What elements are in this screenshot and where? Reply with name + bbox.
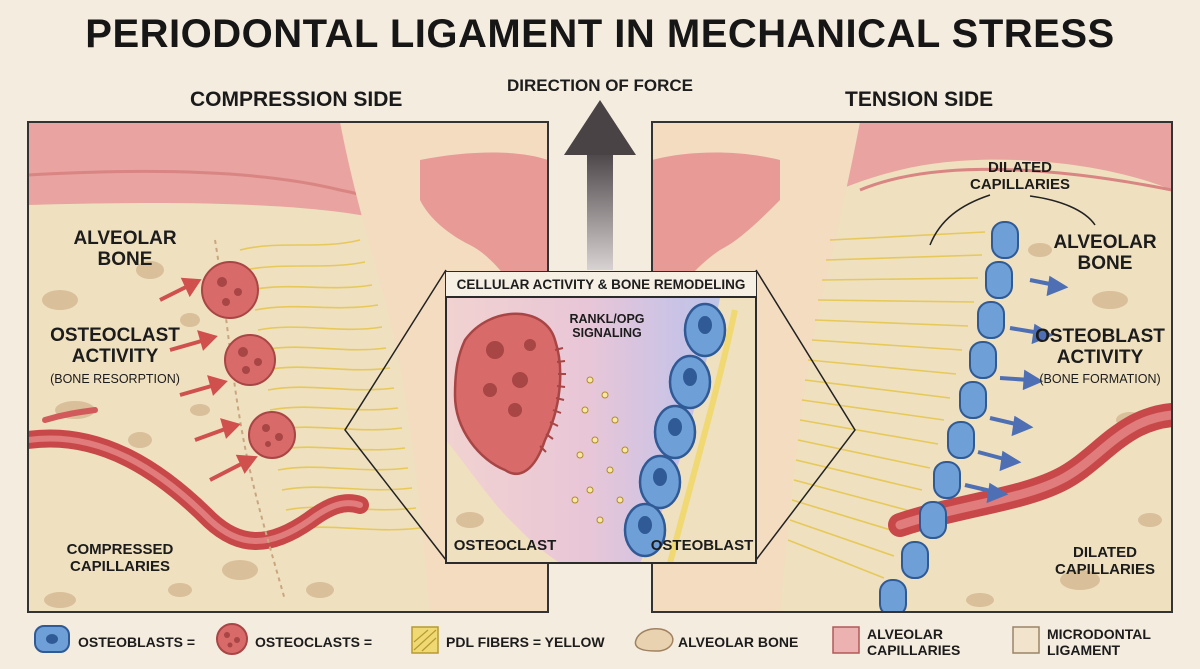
- inset-osteoblast-label: OSTEOBLAST: [650, 537, 754, 554]
- capillaries-pointer: [1029, 195, 1096, 226]
- osteoclast-cell: [248, 411, 296, 459]
- alveolar-capillaries-icon: [832, 626, 860, 654]
- compressed-capillaries-label: COMPRESSED CAPILLARIES: [66, 541, 174, 575]
- legend-label: MICRODONTAL LIGAMENT: [1047, 626, 1151, 658]
- osteoclast-icon: [216, 623, 248, 655]
- legend-label: OSTEOBLASTS =: [78, 633, 196, 650]
- osteoblast-cells-right: [879, 221, 1019, 612]
- legend-label: ALVEOLAR CAPILLARIES: [867, 626, 961, 658]
- inset-panel: [446, 298, 756, 563]
- compression-panel: [28, 122, 548, 612]
- osteoblast-activity-label: OSTEOBLAST ACTIVITY: [1035, 326, 1165, 369]
- osteoclast-activity-label: OSTEOCLAST ACTIVITY: [50, 325, 180, 368]
- page-title: PERIODONTAL LIGAMENT IN MECHANICAL STRES…: [85, 12, 1115, 56]
- osteoclast-cells-left: [201, 261, 296, 459]
- legend: OSTEOBLASTS = OSTEOCLASTS = PDL FIBERS =…: [0, 616, 1200, 669]
- legend-label: OSTEOCLASTS =: [255, 633, 373, 650]
- legend-item-alveolar-capillaries: ALVEOLAR CAPILLARIES: [867, 616, 960, 669]
- compression-side-heading: COMPRESSION SIDE: [190, 88, 403, 111]
- pdl-fiber-icon: [411, 626, 439, 654]
- inset-connector-left: [344, 269, 447, 561]
- legend-item-microdontal-ligament: MICRODONTAL LIGAMENT: [1047, 616, 1151, 669]
- legend-label: ALVEOLAR BONE: [678, 633, 799, 650]
- microdontal-ligament-icon: [1012, 626, 1040, 654]
- bone-spots-left: [42, 261, 334, 608]
- capillaries-pointer: [929, 194, 991, 246]
- legend-item-osteoblasts: OSTEOBLASTS =: [78, 616, 195, 669]
- inset-osteoclast-cell: [453, 312, 562, 475]
- osteoblast-icon: [34, 625, 70, 653]
- legend-icons: [34, 623, 1040, 655]
- force-arrow: [564, 100, 636, 270]
- pdl-fibers-right: [787, 231, 986, 579]
- legend-item-osteoclasts: OSTEOCLASTS =: [255, 616, 372, 669]
- bone-resorption-label: (BONE RESORPTION): [50, 372, 180, 386]
- resorption-arrows: [159, 277, 258, 482]
- legend-label: PDL FIBERS = YELLOW: [446, 633, 605, 650]
- inset-connector-right: [755, 269, 856, 561]
- alveolar-bone-icon: [634, 627, 674, 652]
- bone-formation-label: (BONE FORMATION): [1039, 372, 1161, 386]
- inset-osteoclast-label: OSTEOCLAST: [453, 537, 557, 554]
- tension-bone-label: ALVEOLAR BONE: [1053, 232, 1157, 275]
- legend-item-alveolar-bone: ALVEOLAR BONE: [678, 616, 798, 669]
- signaling-molecules: [571, 376, 629, 524]
- force-direction-label: DIRECTION OF FORCE: [506, 76, 694, 95]
- legend-item-pdl-fibers: PDL FIBERS = YELLOW: [446, 616, 605, 669]
- ruffled-border: [539, 347, 566, 453]
- formation-arrows: [964, 275, 1069, 504]
- dilated-capillaries-top-label: DILATED CAPILLARIES: [969, 159, 1070, 193]
- compression-bone-label: ALVEOLAR BONE: [73, 228, 177, 271]
- osteoclast-cell: [201, 261, 259, 319]
- osteoclast-cell: [224, 334, 276, 386]
- dilated-capillaries-bottom-label: DILATED CAPILLARIES: [1054, 544, 1155, 578]
- rankl-opg-label: RANKL/OPG SIGNALING: [569, 312, 645, 340]
- inset-title: CELLULAR ACTIVITY & BONE REMODELING: [446, 272, 756, 298]
- tension-side-heading: TENSION SIDE: [845, 88, 994, 111]
